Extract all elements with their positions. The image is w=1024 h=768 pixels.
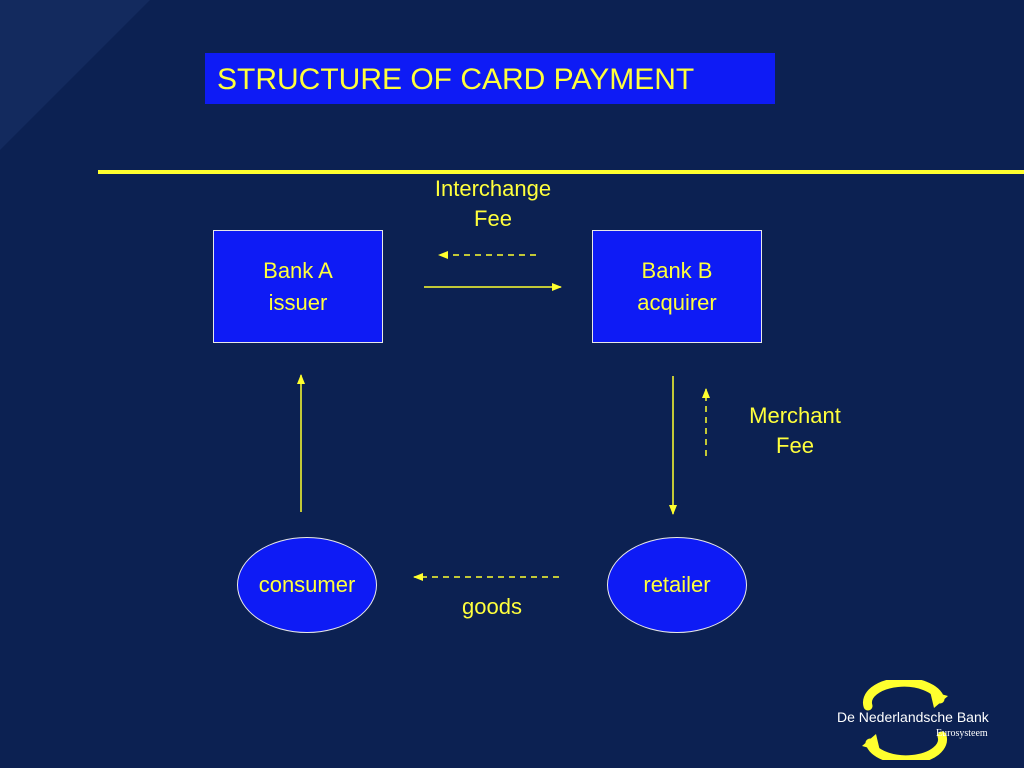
consumer-label: consumer: [258, 572, 356, 597]
bank-b-name: Bank B: [641, 257, 713, 283]
goods-label: goods: [462, 594, 522, 619]
consumer-node: consumer: [237, 537, 377, 633]
slide-title: STRUCTURE OF CARD PAYMENT: [205, 53, 775, 104]
bank-b-role: acquirer: [637, 289, 717, 315]
bank-a-role: issuer: [268, 289, 328, 315]
retailer-node: retailer: [607, 537, 747, 633]
dnb-logo-icon: [862, 680, 948, 760]
retailer-label: retailer: [643, 572, 711, 597]
corner-shade: [0, 0, 150, 150]
bank-a-issuer-box: Bank A issuer: [213, 230, 383, 343]
dnb-logo-name: De Nederlandsche Bank: [837, 709, 989, 725]
merchant-fee-label: Merchant Fee: [749, 403, 841, 458]
interchange-fee-label: Interchange Fee: [434, 176, 552, 231]
bank-b-acquirer-box: Bank B acquirer: [592, 230, 762, 343]
dnb-logo-subtitle: Eurosysteem: [936, 728, 988, 739]
title-underline-rule: [98, 170, 1024, 174]
bank-a-name: Bank A: [263, 257, 333, 283]
